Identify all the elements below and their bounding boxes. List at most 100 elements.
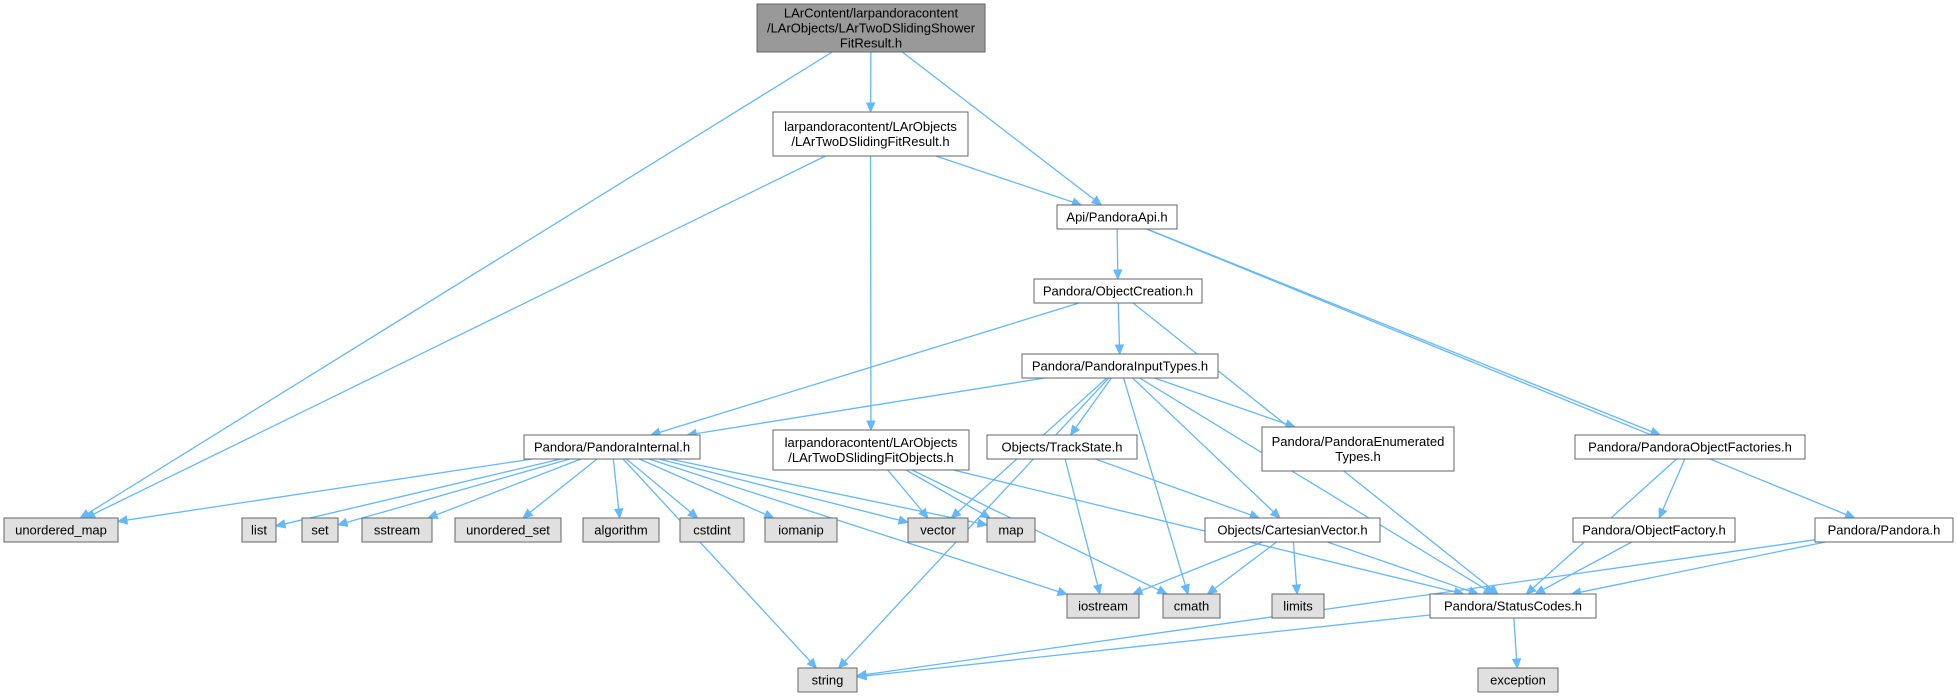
node-root[interactable]: LArContent/larpandoracontent/LArObjects/…	[756, 3, 986, 53]
node-box	[582, 517, 660, 543]
node-box	[756, 3, 986, 53]
edge-line	[93, 155, 826, 515]
node-fitobjects[interactable]: larpandoracontent/LArObjects/LArTwoDSlid…	[772, 429, 970, 471]
node-box	[986, 517, 1036, 543]
node-sstream: sstream	[361, 517, 433, 543]
edge-fitobjects-to-map	[905, 469, 992, 519]
node-label: Objects/CartesianVector.h	[1217, 523, 1367, 538]
edge-line	[1542, 541, 1633, 591]
node-label: unordered_map	[15, 523, 107, 538]
edge-pandorainternal-to-vector	[658, 458, 910, 525]
node-label: Pandora/PandoraObjectFactories.h	[1588, 440, 1792, 455]
edge-pandoraapi-to-pandora	[1146, 228, 1856, 519]
node-label: list	[251, 523, 267, 538]
node-label: /LArTwoDSlidingFitObjects.h	[788, 450, 953, 465]
edge-arrowhead	[950, 508, 962, 519]
node-fitresult[interactable]: larpandoracontent/LArObjects/LArTwoDSlid…	[772, 111, 969, 157]
node-box	[1429, 593, 1597, 619]
edge-arrowhead	[522, 508, 534, 519]
node-objectcreation[interactable]: Pandora/ObjectCreation.h	[1033, 278, 1203, 304]
edge-arrowhead	[897, 515, 910, 525]
edge-line	[1513, 617, 1518, 660]
node-label: larpandoracontent/LArObjects	[785, 435, 958, 450]
node-box	[986, 434, 1138, 460]
edge-fitresult-to-unordered-map	[84, 155, 826, 519]
edge-arrowhead	[1069, 424, 1081, 437]
edge-line	[1292, 541, 1298, 586]
node-label: sstream	[374, 523, 420, 538]
node-pandorainternal[interactable]: Pandora/PandoraInternal.h	[523, 434, 701, 460]
edge-line	[436, 458, 582, 516]
edge-inputtypes-to-string	[837, 377, 1110, 669]
node-pandoraapi[interactable]: Api/PandoraApi.h	[1056, 204, 1178, 230]
edge-line	[844, 377, 1110, 662]
edge-arrowhead	[1090, 195, 1103, 206]
edge-arrowhead	[918, 507, 929, 519]
node-box	[907, 517, 969, 543]
edge-line	[935, 155, 1074, 203]
node-label: Pandora/PandoraInputTypes.h	[1032, 359, 1208, 374]
node-unordered-set: unordered_set	[454, 517, 562, 543]
node-set: set	[301, 517, 339, 543]
node-box	[1066, 593, 1140, 619]
node-pandora[interactable]: Pandora/Pandora.h	[1814, 517, 1954, 543]
node-cartesian[interactable]: Objects/CartesianVector.h	[1204, 517, 1381, 543]
edge-pandorainternal-to-cstdint	[626, 458, 699, 519]
node-label: vector	[920, 523, 956, 538]
node-label: cmath	[1174, 599, 1209, 614]
edge-line	[529, 458, 598, 513]
node-label: Api/PandoraApi.h	[1066, 210, 1167, 225]
edge-line	[696, 377, 1045, 435]
edge-line	[905, 469, 983, 515]
edge-arrowhead	[1180, 583, 1190, 596]
node-label: Pandora/PandoraInternal.h	[534, 440, 690, 455]
node-label: unordered_set	[466, 523, 550, 538]
node-inputtypes[interactable]: Pandora/PandoraInputTypes.h	[1021, 353, 1219, 379]
node-box	[764, 517, 838, 543]
edge-arrowhead	[1056, 586, 1069, 596]
edge-cartesian-to-iostream	[1131, 541, 1263, 595]
node-box	[1162, 593, 1221, 619]
node-cstdint: cstdint	[679, 517, 745, 543]
node-box	[361, 517, 433, 543]
edge-inputtypes-to-trackstate	[1069, 377, 1112, 437]
node-map: map	[986, 517, 1036, 543]
edge-arrowhead	[866, 420, 876, 432]
edge-line	[648, 458, 1059, 593]
node-box	[454, 517, 562, 543]
edge-pandorainternal-to-list	[274, 458, 562, 529]
node-box	[772, 429, 970, 471]
edge-line	[626, 458, 692, 513]
edge-pandorainternal-to-algorithm	[612, 458, 624, 520]
edge-arrowhead	[426, 510, 439, 520]
edge-line	[1154, 377, 1287, 425]
node-statuscodes[interactable]: Pandora/StatusCodes.h	[1429, 593, 1597, 619]
node-label: exception	[1490, 673, 1546, 688]
edge-line	[1139, 377, 1487, 590]
edge-arrowhead	[865, 102, 876, 114]
edge-statuscodes-to-exception	[1511, 617, 1522, 670]
node-objfactory[interactable]: Pandora/ObjectFactory.h	[1572, 517, 1736, 543]
node-box	[797, 667, 858, 693]
edge-arrowhead	[1534, 585, 1546, 595]
node-label: Pandora/StatusCodes.h	[1444, 599, 1582, 614]
node-trackstate[interactable]: Objects/TrackState.h	[986, 434, 1138, 460]
edge-line	[1580, 541, 1826, 593]
edge-fitresult-to-pandoraapi	[935, 155, 1083, 207]
edge-line	[639, 458, 766, 515]
edge-arrowhead	[806, 657, 818, 669]
edge-line	[1064, 458, 1099, 586]
node-exception: exception	[1477, 667, 1559, 693]
edge-line	[126, 458, 533, 521]
edge-objectcreation-to-inputtypes	[1114, 302, 1125, 356]
edge-arrowhead	[274, 519, 287, 529]
edge-cartesian-to-cmath	[1206, 541, 1277, 595]
edge-line	[887, 469, 923, 512]
node-box	[1056, 204, 1178, 230]
edge-arrowhead	[1291, 584, 1302, 596]
node-objfactories[interactable]: Pandora/PandoraObjectFactories.h	[1574, 434, 1806, 460]
node-vector: vector	[907, 517, 969, 543]
edge-trackstate-to-cartesian	[1095, 458, 1261, 520]
edge-pandora-to-string	[855, 539, 1816, 680]
